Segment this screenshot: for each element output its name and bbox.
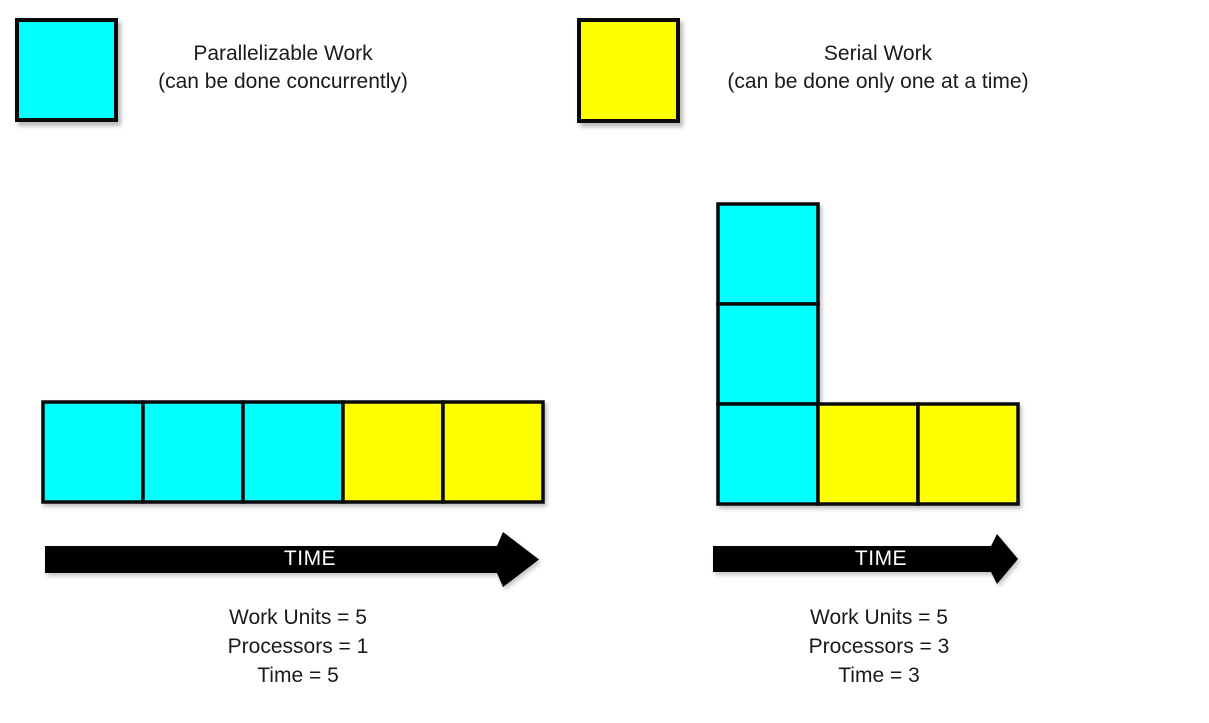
time-arrow-left-shape [45, 532, 539, 587]
work-block-parallel [141, 400, 245, 504]
serial-work-legend: Serial Work (can be done only one at a t… [698, 40, 1058, 96]
work-block-serial [341, 400, 445, 504]
time-label-right: TIME [854, 547, 908, 570]
time-arrow-right [713, 534, 1018, 584]
work-units-text: Work Units = 5 [229, 606, 367, 629]
time-text: Time = 3 [838, 664, 920, 687]
work-block-parallel [41, 400, 145, 504]
one-processor-block-row [41, 400, 545, 504]
serial-legend-subtitle: (can be done only one at a time) [727, 70, 1029, 93]
stats-one-processor: Work Units = 5 Processors = 1 Time = 5 [148, 603, 448, 690]
processors-text: Processors = 3 [808, 635, 950, 658]
time-arrow-right-shape [713, 534, 1018, 584]
work-block-parallel [716, 202, 820, 306]
work-block-parallel [716, 402, 820, 506]
parallel-work-legend: Parallelizable Work (can be done concurr… [133, 40, 433, 96]
time-text: Time = 5 [257, 664, 339, 687]
time-arrow-left [45, 532, 539, 587]
time-label-left: TIME [283, 547, 337, 570]
parallel-legend-title: Parallelizable Work [193, 42, 373, 65]
three-processor-block-grid [716, 202, 1020, 506]
serial-work-swatch [577, 18, 680, 123]
parallel-legend-subtitle: (can be done concurrently) [158, 70, 408, 93]
parallel-work-swatch [15, 18, 118, 122]
work-units-text: Work Units = 5 [810, 606, 948, 629]
work-block-parallel [241, 400, 345, 504]
serial-legend-title: Serial Work [823, 42, 933, 65]
processors-text: Processors = 1 [227, 635, 369, 658]
work-block-serial [916, 402, 1020, 506]
stats-three-processors: Work Units = 5 Processors = 3 Time = 3 [729, 603, 1029, 690]
work-block-serial [441, 400, 545, 504]
work-block-parallel [716, 302, 820, 406]
work-block-serial [816, 402, 920, 506]
